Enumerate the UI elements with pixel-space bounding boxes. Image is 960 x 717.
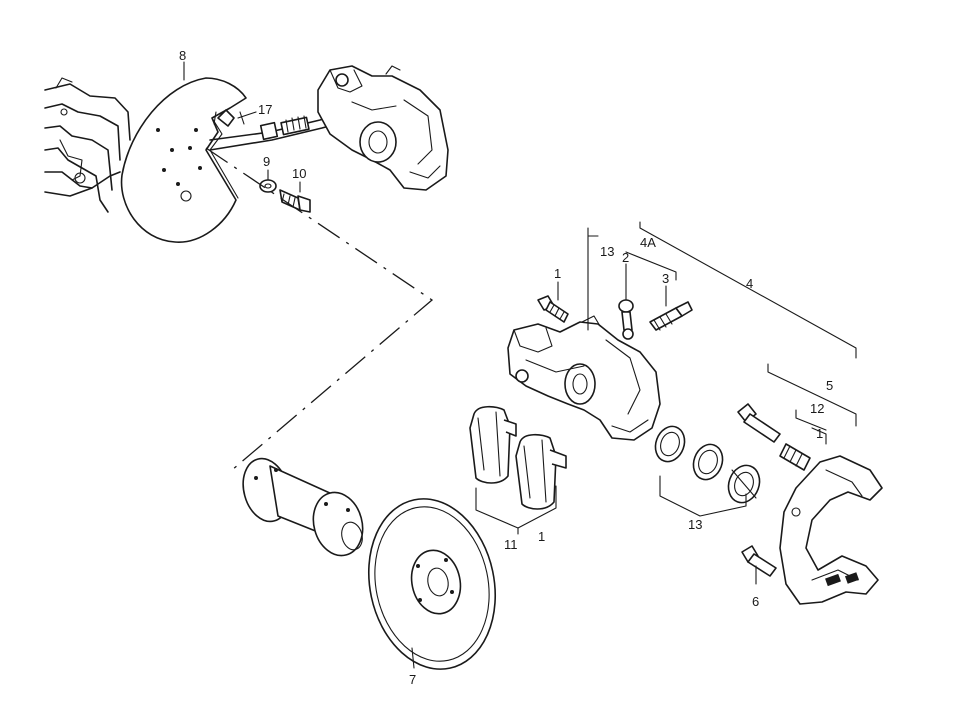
brake-pad-right — [515, 433, 567, 510]
guide-bolt — [737, 403, 781, 443]
label-12: 12 — [810, 401, 824, 416]
seal-ring-3 — [727, 464, 761, 504]
bleed-screw — [618, 299, 634, 340]
label-5: 5 — [826, 378, 833, 393]
leader-lines — [183, 61, 857, 669]
brake-disc — [367, 498, 497, 670]
label-13-top: 13 — [600, 244, 614, 259]
assembly-centerline — [205, 147, 434, 471]
label-7: 7 — [409, 672, 416, 687]
backing-plate — [120, 77, 247, 243]
label-10: 10 — [292, 166, 306, 181]
label-13-bottom: 13 — [688, 517, 702, 532]
label-4: 4 — [746, 276, 753, 291]
label-11: 11 — [504, 537, 518, 552]
guide-sleeve — [779, 443, 811, 471]
seal-ring-1 — [654, 425, 686, 463]
label-6: 6 — [752, 594, 759, 609]
label-8: 8 — [179, 48, 186, 63]
brake-pad-left — [469, 405, 517, 484]
label-3: 3 — [662, 271, 669, 286]
label-1-pads: 1 — [538, 529, 545, 544]
label-1-sleeve: 1 — [816, 426, 823, 441]
wheel-hub — [242, 457, 364, 557]
label-2: 2 — [622, 250, 629, 265]
caliper-exploded — [507, 315, 661, 441]
bolt — [279, 189, 311, 213]
carrier-bolt — [741, 545, 777, 577]
caliper-installed — [317, 65, 449, 191]
seal-ring-2 — [692, 443, 724, 481]
caliper-bolt — [537, 295, 569, 323]
label-1-caliper-bolt: 1 — [554, 266, 561, 281]
label-17: 17 — [258, 102, 272, 117]
label-9: 9 — [263, 154, 270, 169]
axle-beam — [44, 77, 131, 213]
bleeder-nipple — [649, 301, 693, 331]
carrier-bracket — [779, 455, 883, 605]
label-4a: 4A — [640, 235, 656, 250]
